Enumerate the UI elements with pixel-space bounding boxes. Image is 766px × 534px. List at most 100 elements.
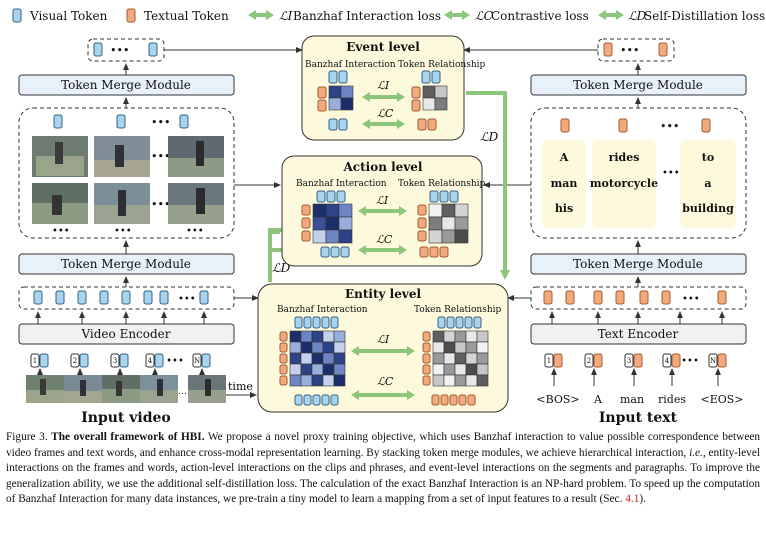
event-relation-matrix <box>411 85 448 112</box>
caption-label: Figure 3. <box>6 431 48 443</box>
svg-text:•••: ••• <box>114 226 132 237</box>
caption-title: The overall framework of HBI. <box>51 431 205 443</box>
phrase-word-motorcycle: motorcycle <box>590 177 658 190</box>
input-token-rides: rides <box>658 393 686 406</box>
video-encoder-label: Video Encoder <box>80 327 170 341</box>
figure-caption: Figure 3. The overall framework of HBI. … <box>6 430 760 508</box>
textual-token-swatch <box>126 8 136 23</box>
text-token-merge-top <box>530 74 747 96</box>
legend-li-label: Banzhaf Interaction loss <box>293 9 441 23</box>
input-token-bos: <BOS> <box>536 393 579 406</box>
legend-lc-symbol: ℒC <box>475 9 493 23</box>
frame-tokens: ••• <box>33 290 209 305</box>
phrase-word-a: A <box>559 151 569 164</box>
word-index-n: N <box>710 357 716 365</box>
svg-text:•••: ••• <box>166 356 184 367</box>
legend-ld-label: Self-Distillation loss <box>644 9 765 23</box>
event-sub-left: Banzhaf Interaction <box>305 60 396 70</box>
event-lc-label: ℒC <box>377 107 394 120</box>
action-level-panel: Action level Banzhaf Interaction Token R… <box>281 155 486 267</box>
frame-index-3: 3 <box>113 357 117 365</box>
phrase-word-rides: rides <box>609 151 640 164</box>
video-frames-grid: ••• ••• <box>32 136 224 224</box>
caption-text-3: ). <box>639 493 646 506</box>
legend-lc-label: Contrastive loss <box>491 9 589 23</box>
branch-connectors <box>164 47 598 301</box>
svg-text:•••: ••• <box>620 44 639 57</box>
svg-text:•••: ••• <box>660 120 679 133</box>
phrase-word-man: man <box>551 177 578 190</box>
legend-li-arrow-icon <box>248 10 274 20</box>
svg-text:•••: ••• <box>151 198 170 211</box>
text-token-merge-top-label: Token Merge Module <box>573 78 703 92</box>
video-token-merge-top <box>18 74 235 96</box>
frame-index-1: 1 <box>33 357 37 365</box>
legend-visual-label: Visual Token <box>29 9 108 23</box>
text-token-merge-bottom <box>530 253 747 275</box>
legend-lc-arrow-icon <box>444 10 470 20</box>
entity-li-label: ℒI <box>377 333 390 346</box>
entity-relation-matrix <box>422 330 489 387</box>
input-token-eos: <EOS> <box>700 393 743 406</box>
svg-text:•••: ••• <box>151 150 170 163</box>
video-top-tokens: ••• <box>93 42 158 57</box>
input-token-a: A <box>593 393 603 406</box>
phrase-word-a2: a <box>704 177 711 190</box>
video-encoder <box>18 323 235 345</box>
legend: Visual Token Textual Token ℒI Banzhaf In… <box>12 8 765 23</box>
word-index-1: 1 <box>547 357 551 365</box>
action-level-title: Action level <box>343 160 423 174</box>
framework-figure: Visual Token Textual Token ℒI Banzhaf In… <box>12 8 765 426</box>
entity-sub-right: Token Relationship <box>414 305 502 315</box>
text-encoder-label: Text Encoder <box>598 327 679 341</box>
action-lc-label: ℒC <box>376 233 393 246</box>
action-relation-matrix <box>417 203 469 244</box>
caption-section-ref[interactable]: 4.1 <box>625 493 640 506</box>
legend-textual-label: Textual Token <box>144 9 229 23</box>
frame-index-tokens: 1 2 3 4 ••• N <box>30 353 211 368</box>
svg-text:•••: ••• <box>682 294 700 305</box>
frame-index-4: 4 <box>148 357 153 365</box>
action-lc-arrow-icon <box>358 245 407 255</box>
entity-lc-arrow-icon <box>351 390 415 400</box>
video-clip-group <box>18 107 235 239</box>
caption-text-2: , entity-level interactions on the frame… <box>6 446 760 506</box>
legend-li-symbol: ℒI <box>279 9 293 23</box>
event-sub-right: Token Relationship <box>398 60 486 70</box>
word-index-3: 3 <box>627 357 631 365</box>
event-level-title: Event level <box>346 40 420 54</box>
input-text-label: Input text <box>599 410 678 426</box>
phrase-word-building: building <box>682 202 734 215</box>
action-banzhaf-matrix <box>301 203 353 244</box>
clip-tokens: ••• <box>53 114 189 129</box>
ld-label-left: ℒD <box>272 261 291 275</box>
entity-sub-left: Banzhaf Interaction <box>277 305 368 315</box>
event-banzhaf-matrix <box>317 85 354 112</box>
svg-text:…: … <box>178 387 187 397</box>
action-sub-left: Banzhaf Interaction <box>296 179 387 189</box>
input-video-label: Input video <box>81 410 171 426</box>
video-branch: ••• Token Merge Module ••• ••• <box>18 38 257 426</box>
svg-text:•••: ••• <box>151 116 170 129</box>
action-sub-right: Token Relationship <box>398 179 486 189</box>
video-token-merge-bottom <box>18 253 235 275</box>
entity-lc-label: ℒC <box>377 375 394 388</box>
legend-ld-symbol: ℒD <box>628 9 647 23</box>
phrase-cards <box>542 140 736 228</box>
time-label: time <box>228 380 253 393</box>
text-encoder <box>530 323 747 345</box>
input-video-frames: … <box>26 375 226 403</box>
frame-index-n: N <box>194 357 200 365</box>
entity-level-panel: Entity level Banzhaf Interaction Token R… <box>257 283 509 413</box>
event-li-arrow-icon <box>362 92 405 102</box>
frame-ellipsis: ••• ••• ••• <box>52 226 204 237</box>
frame-index-2: 2 <box>73 357 77 365</box>
word-index-tokens: 1 2 3 4 ••• N <box>544 353 727 368</box>
text-top-token-group <box>597 38 675 62</box>
word-token-group <box>530 286 747 310</box>
entity-level-title: Entity level <box>345 287 421 301</box>
svg-text:•••: ••• <box>110 44 129 57</box>
entity-li-arrow-icon <box>351 346 415 356</box>
text-token-merge-bottom-label: Token Merge Module <box>573 257 703 271</box>
ld-label-top: ℒD <box>480 130 499 144</box>
